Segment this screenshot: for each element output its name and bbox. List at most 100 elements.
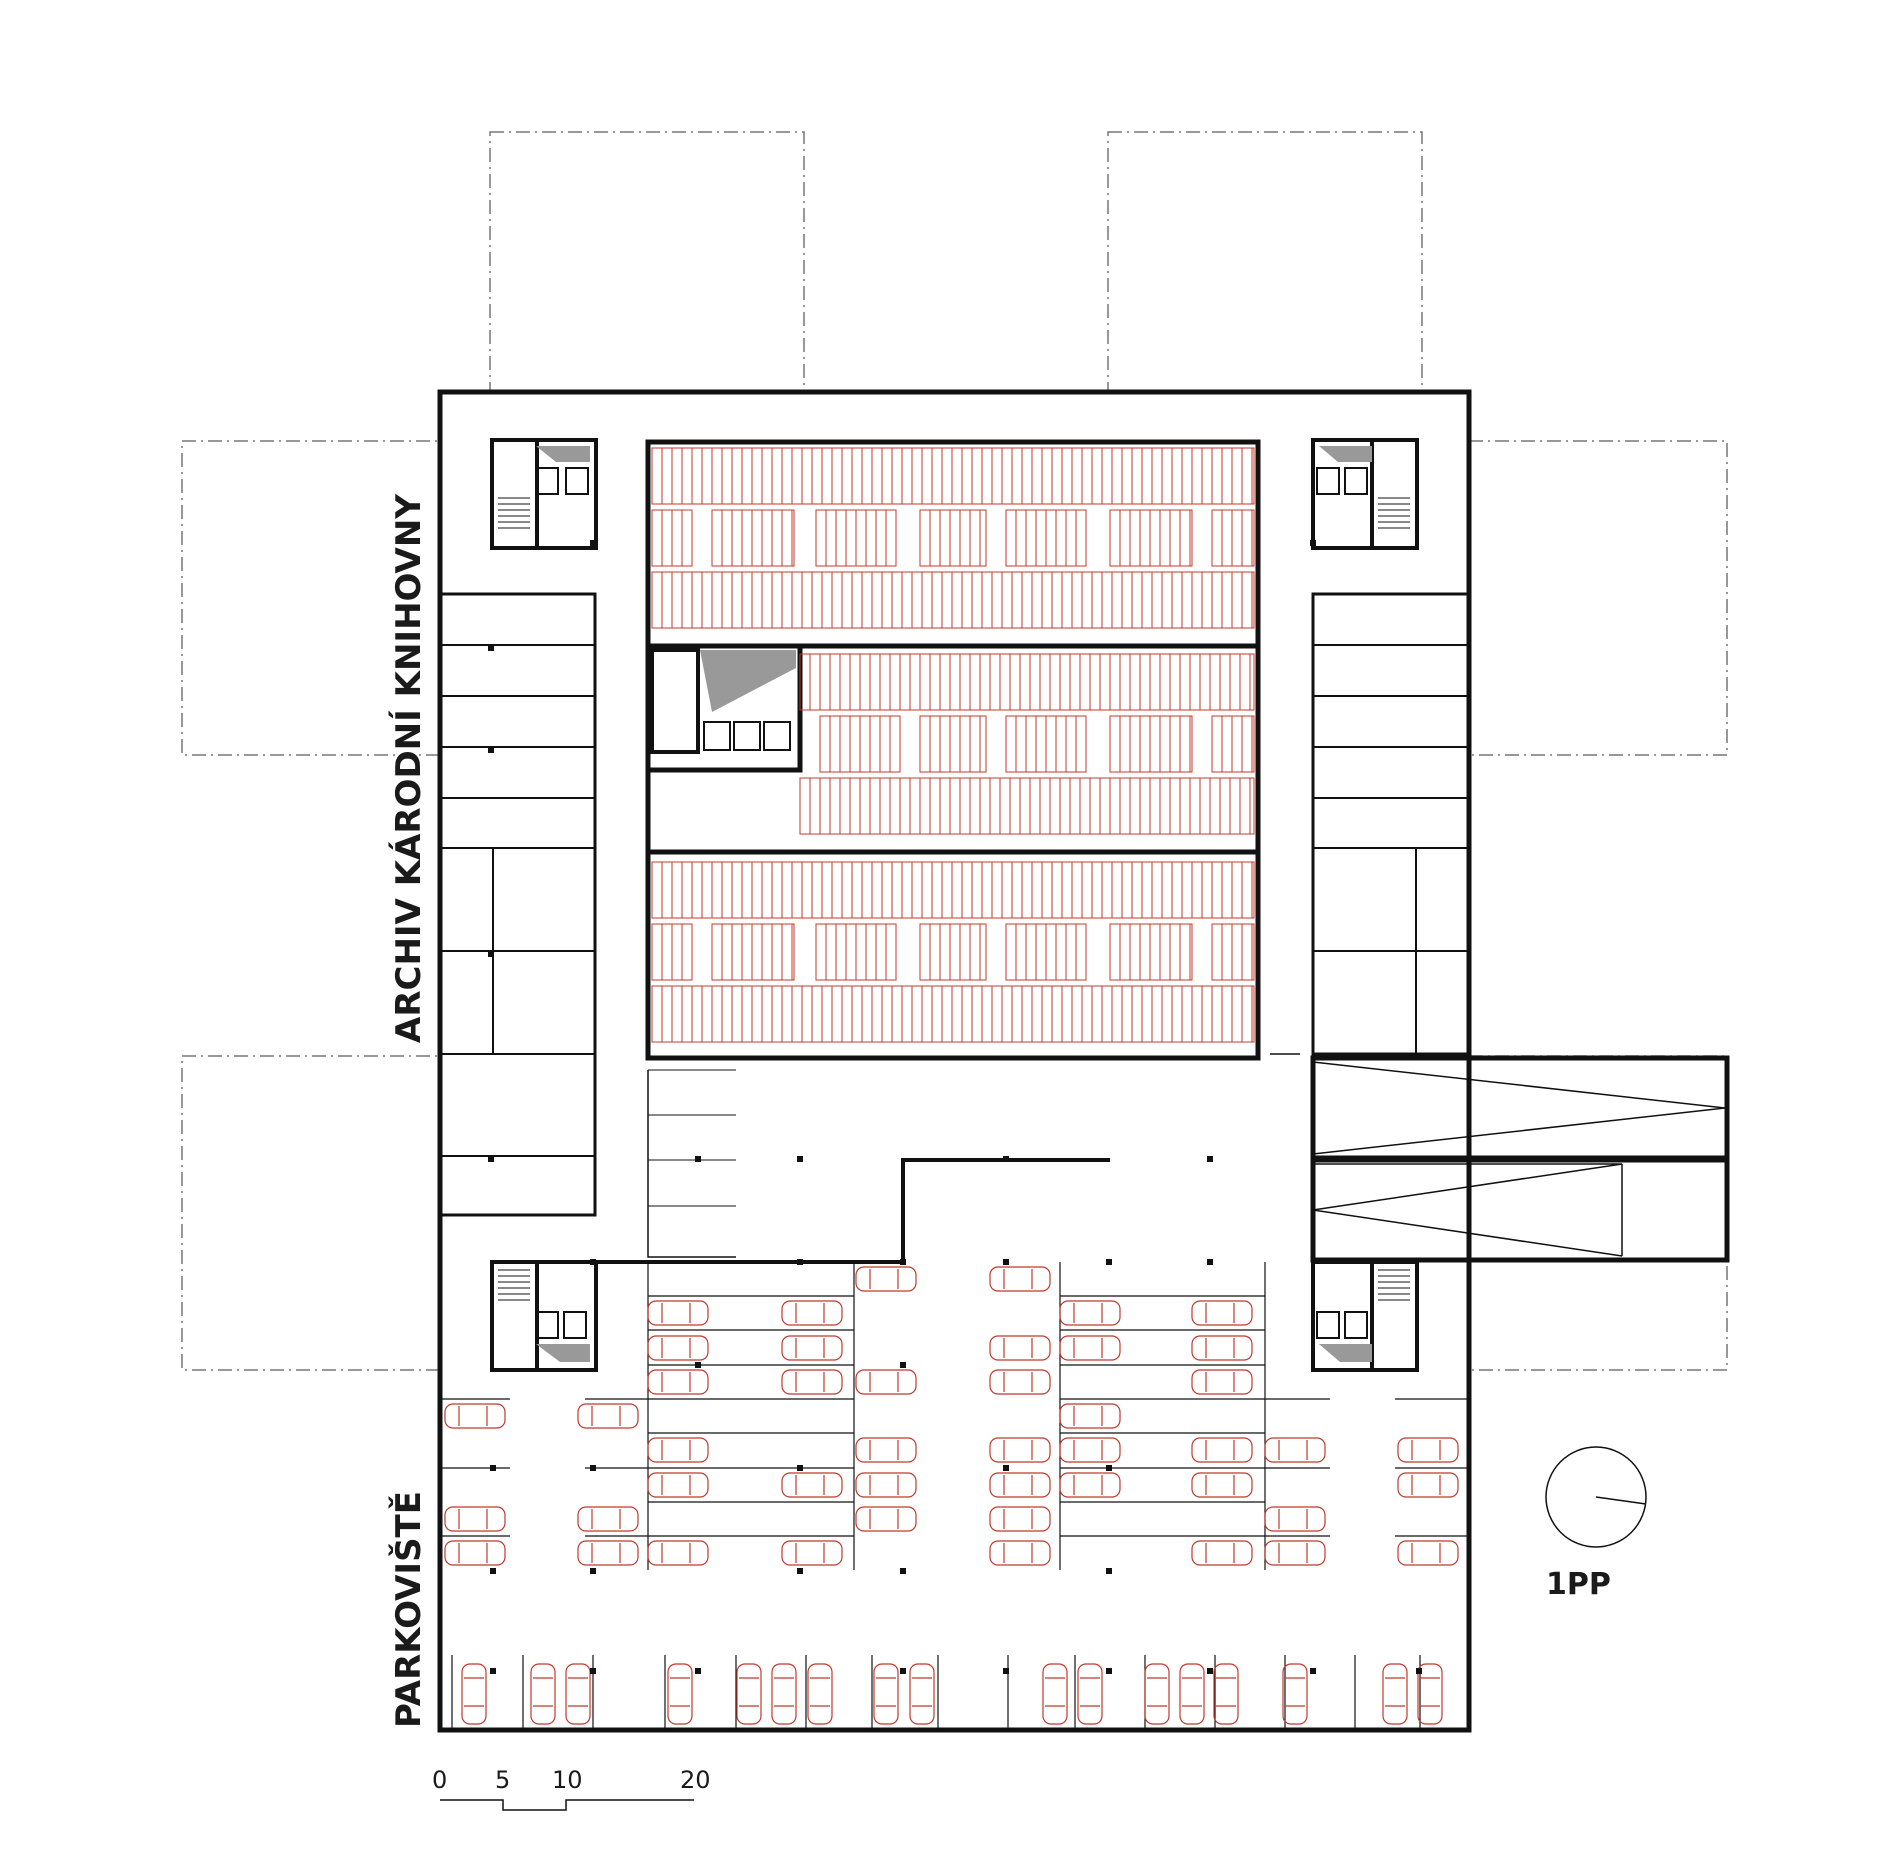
shelf-block: [1211, 923, 1255, 981]
shelf-block: [651, 509, 693, 567]
parking-label: PARKOVIŠTĚ: [388, 1491, 429, 1728]
car-icon: [647, 1437, 709, 1463]
scale-bar: 0 5 10 20: [432, 1766, 711, 1811]
car-icon: [1059, 1472, 1121, 1498]
shelf-block: [711, 923, 795, 981]
parking-bays: [440, 1262, 1469, 1730]
shelf-block: [1211, 715, 1255, 773]
car-icon: [781, 1369, 843, 1395]
car-icon: [1042, 1663, 1068, 1725]
car-icon: [444, 1403, 506, 1429]
car-icon: [873, 1663, 899, 1725]
car-icon: [577, 1403, 639, 1429]
car-icon: [1191, 1540, 1253, 1566]
compass-circle-icon: [1545, 1446, 1647, 1548]
car-icon: [1191, 1472, 1253, 1498]
car-icon: [909, 1663, 935, 1725]
shelf-block: [711, 509, 795, 567]
car-icon: [855, 1472, 917, 1498]
car-icon: [1059, 1403, 1121, 1429]
columns: [488, 540, 1422, 1674]
archive-label: ARCHIV KÁRODNÍ KNIHOVNY: [388, 494, 429, 1043]
archive-lift-core: [650, 648, 796, 754]
east-rooms: [1311, 592, 1471, 1056]
stair-core-ne: [1311, 438, 1419, 550]
shelf-block: [1005, 509, 1087, 567]
car-icon: [1264, 1437, 1326, 1463]
shelf-block: [651, 861, 1255, 919]
scale-tick-20: 20: [680, 1766, 711, 1794]
car-icon: [647, 1472, 709, 1498]
car-icon: [1382, 1663, 1408, 1725]
car-icon: [647, 1540, 709, 1566]
car-icon: [577, 1540, 639, 1566]
shelf-block: [1211, 509, 1255, 567]
car-icon: [1059, 1437, 1121, 1463]
shelf-block: [651, 923, 693, 981]
car-icon: [781, 1335, 843, 1361]
car-icon: [577, 1506, 639, 1532]
car-icon: [989, 1369, 1051, 1395]
car-icon: [667, 1663, 693, 1725]
car-icon: [855, 1437, 917, 1463]
shelf-block: [919, 509, 987, 567]
car-icon: [1397, 1540, 1459, 1566]
shelf-block: [815, 509, 897, 567]
car-icon: [1264, 1540, 1326, 1566]
car-icon: [989, 1506, 1051, 1532]
car-icon: [1191, 1437, 1253, 1463]
car-icon: [1282, 1663, 1308, 1725]
shelf-block: [819, 715, 901, 773]
shelf-block: [651, 447, 1255, 505]
car-icon: [736, 1663, 762, 1725]
car-icon: [444, 1506, 506, 1532]
shelf-block: [919, 715, 987, 773]
car-icon: [1213, 1663, 1239, 1725]
stair-core-nw: [490, 438, 598, 550]
car-icon: [647, 1335, 709, 1361]
car-icon: [781, 1540, 843, 1566]
car-icon: [781, 1300, 843, 1326]
shelf-block: [1109, 715, 1193, 773]
shelf-block: [799, 777, 1255, 835]
car-icon: [1144, 1663, 1170, 1725]
car-icon: [781, 1472, 843, 1498]
car-icon: [1191, 1369, 1253, 1395]
car-icon: [1059, 1300, 1121, 1326]
scale-tick-5: 5: [495, 1766, 510, 1794]
car-icon: [647, 1300, 709, 1326]
archive-shelving: [651, 447, 1255, 1043]
car-icon: [530, 1663, 556, 1725]
shelf-block: [1109, 923, 1193, 981]
car-icon: [989, 1540, 1051, 1566]
car-icon: [1397, 1437, 1459, 1463]
car-icon: [855, 1369, 917, 1395]
car-icon: [1191, 1335, 1253, 1361]
ramps: [1310, 1055, 1730, 1263]
car-icon: [1059, 1335, 1121, 1361]
car-icon: [855, 1266, 917, 1292]
car-icon: [989, 1266, 1051, 1292]
shelf-block: [651, 985, 1255, 1043]
car-icon: [1191, 1300, 1253, 1326]
car-icon: [647, 1369, 709, 1395]
car-icon: [1077, 1663, 1103, 1725]
car-icon: [855, 1506, 917, 1532]
car-icon-group: [444, 1266, 1459, 1725]
floor-label: 1PP: [1546, 1567, 1611, 1602]
car-icon: [807, 1663, 833, 1725]
shelf-block: [1005, 923, 1087, 981]
car-icon: [565, 1663, 591, 1725]
car-icon: [1397, 1472, 1459, 1498]
car-icon: [1179, 1663, 1205, 1725]
car-icon: [444, 1540, 506, 1566]
shelf-block: [1005, 715, 1087, 773]
shelf-block: [919, 923, 987, 981]
car-icon: [771, 1663, 797, 1725]
shelf-block: [651, 571, 1255, 629]
shelf-block: [1109, 509, 1193, 567]
car-icon: [461, 1663, 487, 1725]
car-icon: [989, 1335, 1051, 1361]
car-icon: [989, 1437, 1051, 1463]
